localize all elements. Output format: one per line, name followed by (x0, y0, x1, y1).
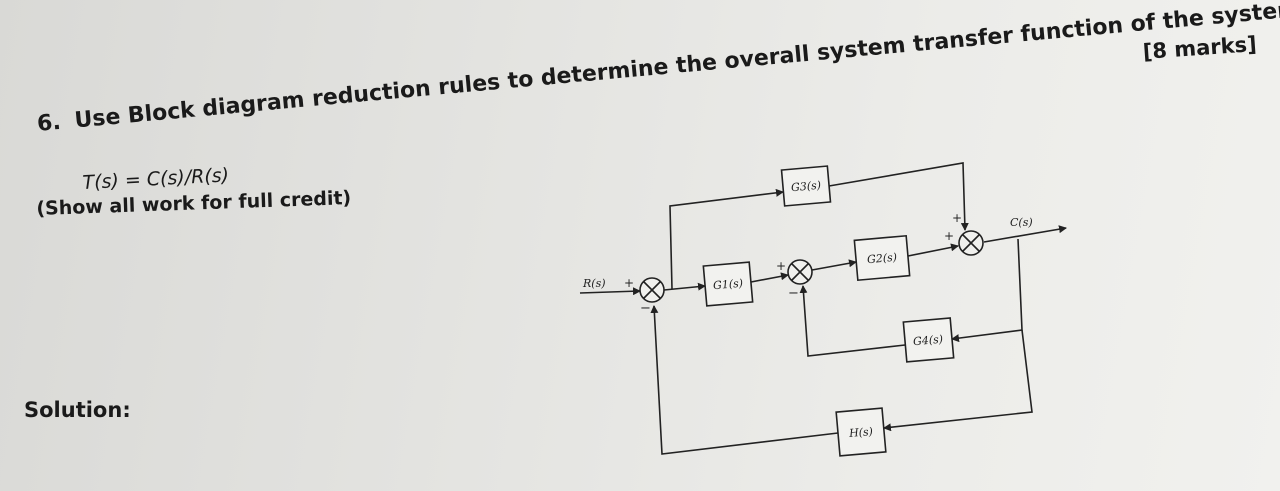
sj3-plus-sign-top: + (952, 211, 962, 225)
g3-feedforward-out-line (828, 162, 969, 231)
block-g2-label: G2(s) (867, 251, 898, 267)
g4-feedback-out-line (799, 285, 906, 357)
block-g1: G1(s) (702, 261, 754, 307)
sj3-plus-sign-left: + (944, 229, 954, 243)
g3-feedforward-in-line (669, 188, 784, 290)
summing-junction-3 (958, 230, 984, 256)
sj2-minus-sign: − (788, 286, 799, 301)
output-line (983, 225, 1067, 243)
input-label: R(s) (582, 277, 606, 290)
block-g4-label: G4(s) (913, 333, 944, 349)
sj1-minus-sign: − (640, 301, 651, 316)
block-g3: G3(s) (780, 165, 832, 207)
input-line (579, 287, 641, 296)
solution-label: Solution: (24, 398, 131, 422)
block-h: H(s) (835, 407, 887, 457)
block-g2: G2(s) (853, 234, 911, 282)
g1-to-sj2-line (750, 272, 789, 283)
block-g3-label: G3(s) (791, 179, 822, 195)
output-label: C(s) (1010, 216, 1033, 229)
h-feedback-in-line (883, 329, 1033, 432)
sj2-to-g2-line (811, 259, 857, 271)
g2-to-sj3-line (907, 243, 959, 257)
summing-junction-1 (639, 277, 665, 303)
summing-junction-2 (787, 259, 813, 285)
sj2-plus-sign: + (776, 259, 786, 273)
block-h-label: H(s) (848, 425, 874, 440)
h-feedback-out-line (650, 305, 839, 455)
sj1-plus-sign: + (624, 276, 634, 290)
g4-feedback-in-line (951, 238, 1023, 343)
block-g4: G4(s) (902, 317, 955, 363)
sj1-to-g1-line (663, 282, 706, 291)
block-g1-label: G1(s) (713, 277, 744, 293)
